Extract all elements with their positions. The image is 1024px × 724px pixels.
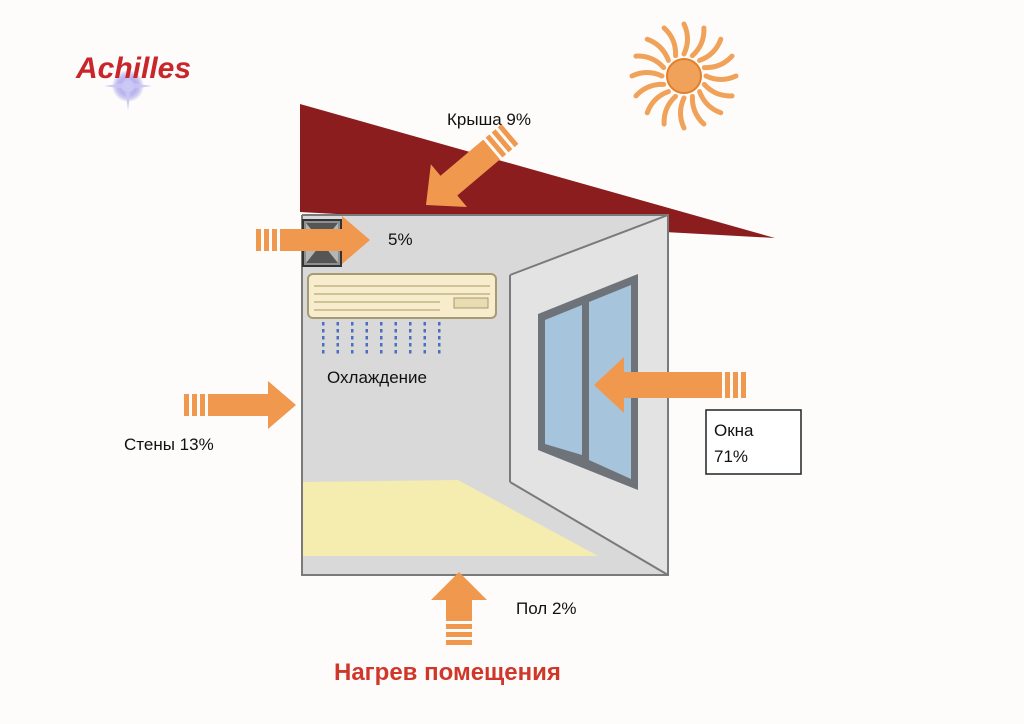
floor-arrow xyxy=(431,572,487,645)
sun-icon xyxy=(629,21,739,131)
floor-light xyxy=(302,480,598,556)
vent-arrow xyxy=(256,216,370,264)
cooling-label: Охлаждение xyxy=(327,368,427,387)
cooling-airflow xyxy=(322,322,441,354)
sun-ray xyxy=(633,53,667,71)
roof-label: Крыша 9% xyxy=(447,110,531,129)
sun-ray xyxy=(697,36,724,63)
sun-disc xyxy=(666,58,702,94)
cooling-dot xyxy=(380,350,383,354)
cooling-dot xyxy=(351,343,354,347)
cooling-dot xyxy=(438,322,441,326)
sun-ray xyxy=(703,73,739,82)
cooling-dot xyxy=(322,336,325,340)
cooling-dot xyxy=(394,329,397,333)
cooling-dot xyxy=(438,336,441,340)
cooling-dot xyxy=(423,336,426,340)
cooling-dot xyxy=(322,322,325,326)
sun-ray xyxy=(644,89,671,116)
sun-ray xyxy=(701,81,735,99)
cooling-dot xyxy=(365,350,368,354)
cooling-dot xyxy=(322,350,325,354)
cooling-dot xyxy=(438,329,441,333)
sun-ray xyxy=(697,89,724,116)
cooling-dot xyxy=(351,350,354,354)
cooling-dot xyxy=(365,336,368,340)
heat-arrows xyxy=(184,124,746,645)
cooling-dot xyxy=(409,322,412,326)
cooling-dot xyxy=(423,322,426,326)
cooling-dot xyxy=(409,343,412,347)
cooling-dot xyxy=(322,343,325,347)
sun-ray xyxy=(701,53,735,71)
room-edge-floor xyxy=(509,481,669,576)
cooling-dot xyxy=(423,350,426,354)
cooling-dot xyxy=(438,350,441,354)
sun-ray xyxy=(661,93,679,127)
floor-label: Пол 2% xyxy=(516,599,577,618)
sun-ray xyxy=(633,81,667,99)
windows-label-value: 71% xyxy=(714,447,748,466)
cooling-dot xyxy=(409,329,412,333)
window-icon xyxy=(538,274,638,490)
windows-label-box xyxy=(705,409,802,475)
cooling-dot xyxy=(365,329,368,333)
sun-ray xyxy=(629,70,665,79)
cooling-dot xyxy=(394,336,397,340)
sun-ray xyxy=(681,21,690,57)
logo-star-icon xyxy=(104,62,152,110)
cooling-dot xyxy=(336,322,339,326)
air-conditioner-icon xyxy=(307,273,497,319)
roof-arrow xyxy=(425,124,519,208)
cooling-dot xyxy=(351,336,354,340)
sun-ray xyxy=(689,93,707,127)
sun-ray xyxy=(678,95,687,131)
vent-label: 5% xyxy=(388,230,413,249)
sun-ray xyxy=(644,36,671,63)
cooling-dot xyxy=(438,343,441,347)
brand-logo: Achilles xyxy=(75,52,191,110)
cooling-dot xyxy=(394,322,397,326)
cooling-dot xyxy=(394,350,397,354)
walls-arrow xyxy=(184,381,296,429)
cooling-dot xyxy=(380,322,383,326)
cooling-dot xyxy=(336,329,339,333)
cooling-dot xyxy=(365,322,368,326)
cooling-dot xyxy=(423,329,426,333)
cooling-dot xyxy=(409,336,412,340)
walls-label: Стены 13% xyxy=(124,435,214,454)
room-edge-top xyxy=(509,214,669,276)
roof xyxy=(300,104,775,238)
cooling-dot xyxy=(423,343,426,347)
cooling-dot xyxy=(365,343,368,347)
cooling-dot xyxy=(336,343,339,347)
windows-arrow xyxy=(594,357,746,413)
cooling-dot xyxy=(394,343,397,347)
cooling-dot xyxy=(409,350,412,354)
cooling-dot xyxy=(380,329,383,333)
cooling-dot xyxy=(336,336,339,340)
windows-label-name: Окна xyxy=(714,421,754,440)
cooling-dot xyxy=(322,329,325,333)
cooling-dot xyxy=(380,336,383,340)
sun-ray xyxy=(661,25,679,59)
cooling-dot xyxy=(380,343,383,347)
sun-ray xyxy=(689,25,707,59)
diagram-title: Нагрев помещения xyxy=(334,659,561,686)
cooling-dot xyxy=(351,329,354,333)
cooling-dot xyxy=(351,322,354,326)
cooling-dot xyxy=(336,350,339,354)
brand-name: Achilles xyxy=(75,52,191,85)
